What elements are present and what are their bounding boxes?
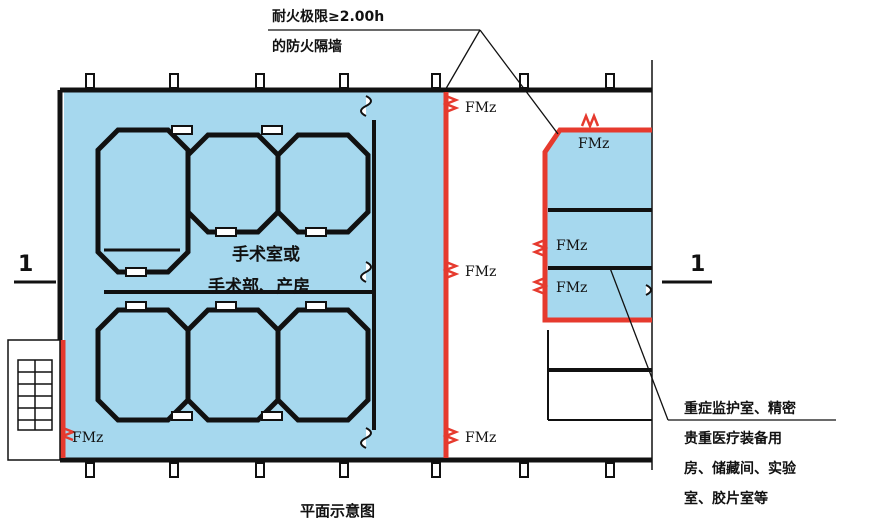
fire-door-label-icu-top: FMz <box>578 136 610 152</box>
callout-bottom-line4: 室、胶片室等 <box>684 491 768 507</box>
icu-zone-fill <box>545 130 652 320</box>
fire-door-label-icu-1: FMz <box>556 238 588 254</box>
callout-top-line1: 耐火极限≥2.00h <box>272 9 385 25</box>
fire-door-label-mid: FMz <box>465 264 497 280</box>
fire-door-label-icu-2: FMz <box>556 280 588 296</box>
callout-bottom-line2: 贵重医疗装备用 <box>684 431 782 447</box>
diagram-caption: 平面示意图 <box>300 502 376 520</box>
axis-label-left: 1 <box>18 252 34 277</box>
fire-door-symbols <box>59 94 600 446</box>
room-label-line1: 手术室或 <box>232 245 300 265</box>
callout-top-line2: 的防火隔墙 <box>272 39 342 55</box>
staircase <box>7 339 61 461</box>
callout-bottom-line3: 房、储藏间、实验 <box>684 461 796 477</box>
icu-partitions <box>548 208 652 372</box>
axis-label-right: 1 <box>690 252 706 277</box>
structural-columns <box>85 73 615 478</box>
leader-lines <box>268 29 836 421</box>
fire-wall-icu <box>542 127 652 323</box>
room-label-line2: 手术部、产房 <box>208 277 310 297</box>
fire-door-label-top: FMz <box>465 100 497 116</box>
operating-rooms <box>95 127 371 423</box>
callout-bottom-line1: 重症监护室、精密 <box>684 401 796 417</box>
room-doors <box>125 125 327 421</box>
fire-door-label-stair: FMz <box>72 430 104 446</box>
wall-break-symbols <box>360 95 652 449</box>
lower-right-rooms <box>547 330 652 421</box>
fire-door-label-bottom: FMz <box>465 430 497 446</box>
